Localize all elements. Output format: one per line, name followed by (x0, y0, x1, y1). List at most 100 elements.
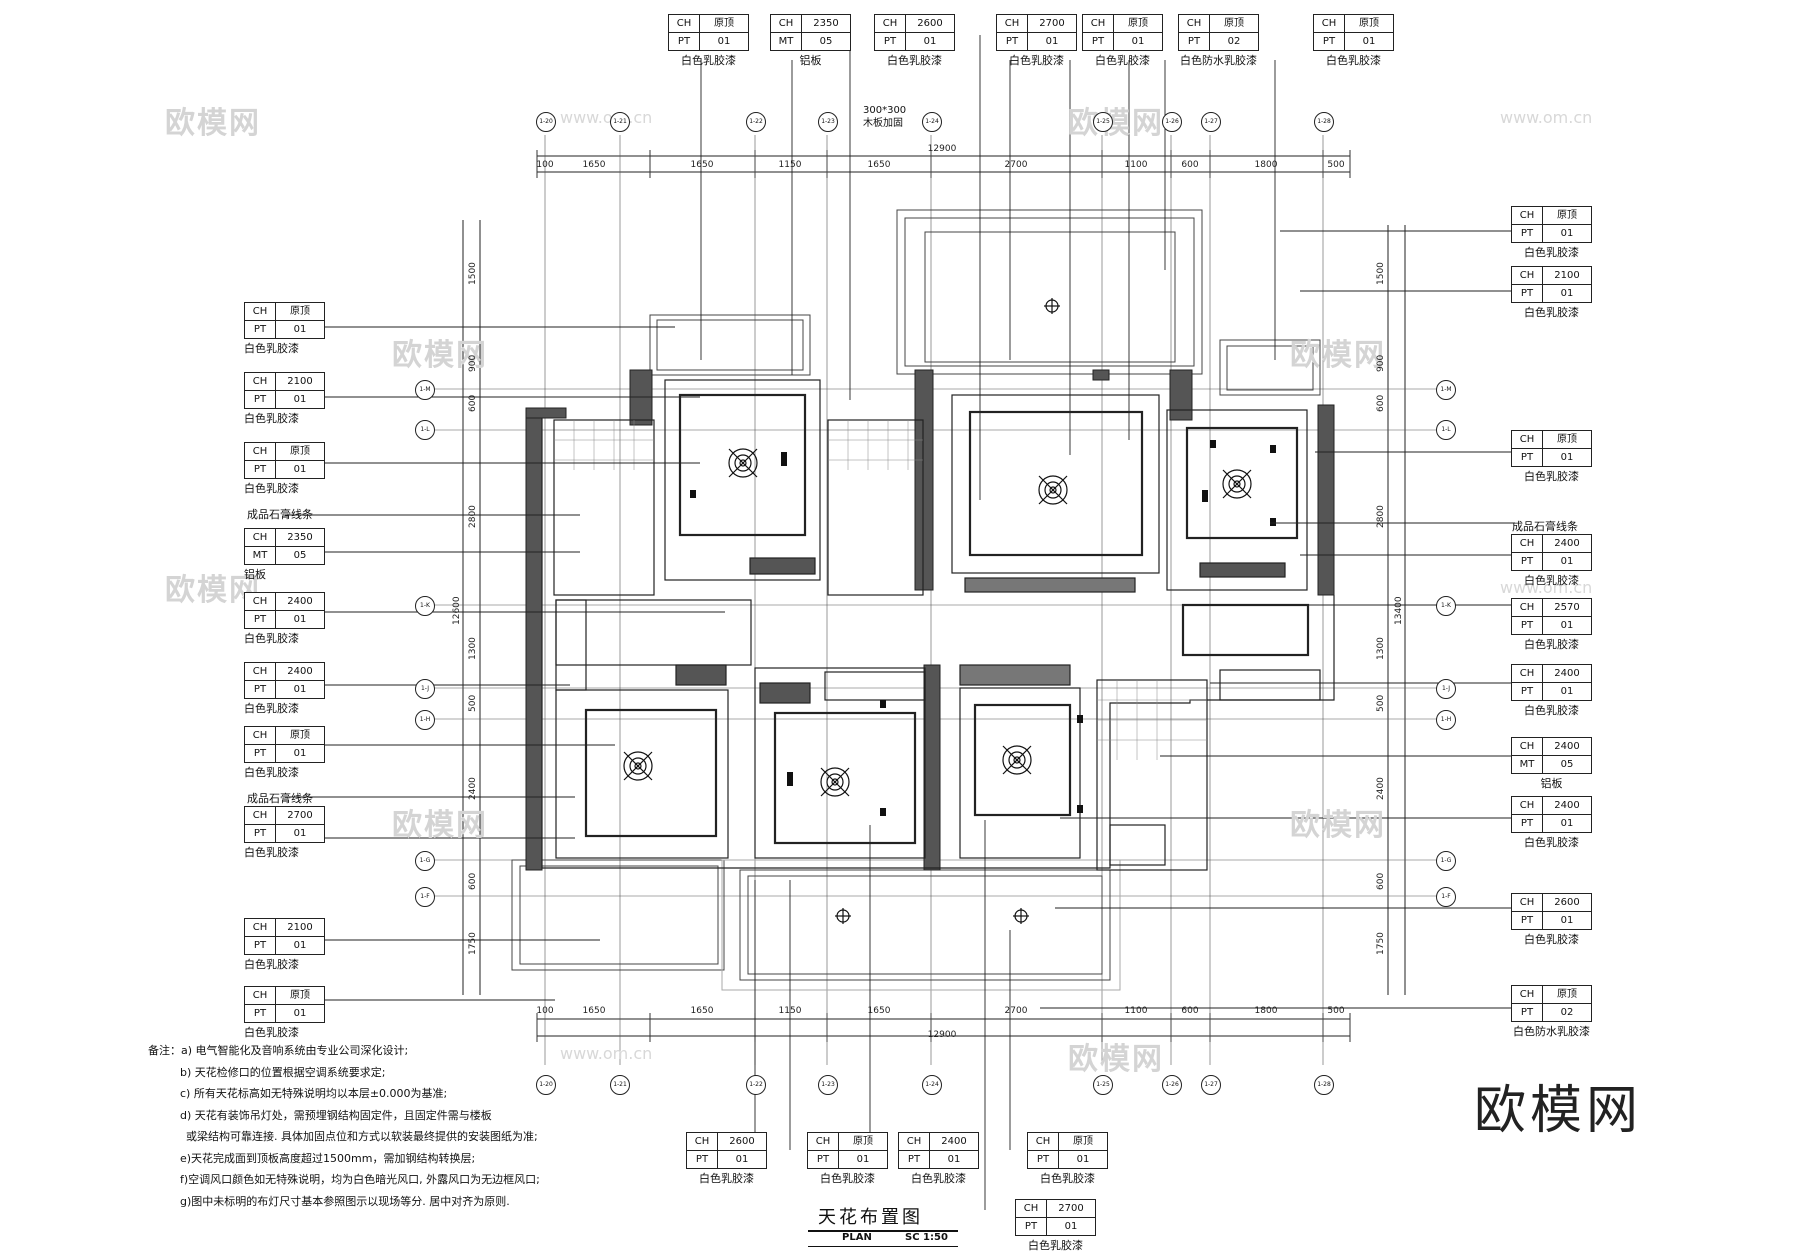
tag-material-label: 白色乳胶漆 (1524, 574, 1579, 587)
axis-bubble: 1-20 (536, 1075, 556, 1095)
downlight-1 (1044, 298, 1060, 314)
tag-cell: 原顶 (1542, 985, 1592, 1004)
tag-cell: CH (668, 14, 700, 33)
tag-cell: 2700 (1046, 1199, 1096, 1218)
dimension-label: 600 (468, 394, 478, 412)
tag-cell: 原顶 (275, 986, 325, 1005)
tag-cell: 01 (275, 744, 325, 763)
downlight-2 (835, 908, 851, 924)
tag-cell: CH (807, 1132, 839, 1151)
overall-height-right: 13400 (1394, 596, 1404, 625)
dimension-label: 1100 (1124, 160, 1148, 170)
tag-cell: PT (244, 460, 276, 479)
tag-material-label: 白色乳胶漆 (244, 846, 299, 859)
tag-cell: 01 (275, 824, 325, 843)
tag-material-label: 白色防水乳胶漆 (1513, 1025, 1590, 1038)
gypsum-label-left-2: 成品石膏线条 (247, 792, 313, 805)
wood-reinforcement-note: 300*300 木板加固 (863, 104, 906, 130)
drawing-title: 天花布置图 (818, 1207, 923, 1228)
fan-6 (1002, 745, 1032, 775)
tag-cell: PT (1511, 552, 1543, 571)
axis-bubble: 1-K (415, 596, 435, 616)
axis-bubble: 1-G (415, 851, 435, 871)
plan-label: PLAN (842, 1232, 872, 1243)
tag-cell: CH (244, 592, 276, 611)
axis-bubble: 1-22 (746, 112, 766, 132)
tag-cell: CH (1511, 893, 1543, 912)
tag-cell: MT (244, 546, 276, 565)
tag-cell: 原顶 (1542, 430, 1592, 449)
room-top-right (1166, 409, 1308, 591)
tag-cell: PT (1511, 911, 1543, 930)
tag-cell: PT (668, 32, 700, 51)
tag-material-label: 白色乳胶漆 (244, 412, 299, 425)
downlight-3 (1013, 908, 1029, 924)
tag-cell: CH (244, 372, 276, 391)
dimension-label: 1650 (867, 1006, 891, 1016)
axis-bubble: 1-27 (1201, 112, 1221, 132)
axis-bubble: 1-J (1436, 679, 1456, 699)
dimension-label: 1750 (468, 932, 478, 955)
tag-material-label: 白色乳胶漆 (244, 702, 299, 715)
dimension-label: 100 (536, 1006, 554, 1016)
tag-cell: 01 (1046, 1217, 1096, 1236)
watermark: 欧模网 (165, 573, 261, 608)
tag-material-label: 白色防水乳胶漆 (1180, 54, 1257, 67)
axis-bubble: 1-24 (922, 112, 942, 132)
watermark: 欧模网 (1290, 808, 1386, 843)
axis-bubble: 1-23 (818, 112, 838, 132)
tag-cell: 原顶 (275, 302, 325, 321)
tag-cell: 01 (275, 680, 325, 699)
tag-cell: CH (898, 1132, 930, 1151)
dimension-label: 1500 (468, 262, 478, 285)
balcony-bottom (739, 869, 1111, 981)
tag-cell: CH (244, 806, 276, 825)
tag-cell: 01 (838, 1150, 888, 1169)
tag-cell: CH (244, 986, 276, 1005)
tag-cell: 2100 (1542, 266, 1592, 285)
axis-bubble: 1-L (1436, 420, 1456, 440)
tag-cell: CH (686, 1132, 718, 1151)
note-line: 或梁结构可靠连接. 具体加固点位和方式以软装最终提供的安装图纸为准; (186, 1130, 538, 1143)
tag-cell: PT (244, 1004, 276, 1023)
tag-material-label: 白色乳胶漆 (1524, 306, 1579, 319)
tag-cell: 原顶 (699, 14, 749, 33)
axis-bubble: 1-28 (1314, 1075, 1334, 1095)
note-line: b) 天花检修口的位置根据空调系统要求定; (180, 1065, 386, 1079)
overall-width-top: 12900 (927, 144, 957, 154)
tag-cell: 01 (1542, 448, 1592, 467)
dimension-label: 1300 (468, 637, 478, 660)
axis-bubble: 1-26 (1162, 112, 1182, 132)
tag-material-label: 白色乳胶漆 (911, 1172, 966, 1185)
dimension-label: 900 (1376, 354, 1386, 372)
tag-cell: 原顶 (1113, 14, 1163, 33)
room-bottom-left (555, 689, 729, 859)
tag-cell: 原顶 (275, 442, 325, 461)
dimension-label: 1650 (582, 1006, 606, 1016)
note-line: f)空调风口颜色如无特殊说明，均为白色暗光风口, 外露风口为无边框风口; (180, 1173, 540, 1186)
tag-material-label: 铝板 (1540, 777, 1563, 790)
axis-bubble: 1-24 (922, 1075, 942, 1095)
tag-cell: CH (1511, 206, 1543, 225)
fan-2 (1038, 475, 1068, 505)
tag-cell: 01 (699, 32, 749, 51)
tag-cell: 原顶 (1209, 14, 1259, 33)
tag-cell: PT (1511, 814, 1543, 833)
watermark-url: www.om.cn (1500, 108, 1593, 127)
dimension-label: 2800 (1376, 505, 1386, 528)
tag-material-label: 铝板 (244, 568, 266, 581)
dimension-label: 1650 (690, 160, 714, 170)
tag-cell: 01 (1542, 224, 1592, 243)
tag-cell: 原顶 (838, 1132, 888, 1151)
overall-height-left: 12600 (452, 596, 462, 625)
watermark-url: www.om.cn (560, 1044, 653, 1063)
tag-cell: CH (244, 918, 276, 937)
